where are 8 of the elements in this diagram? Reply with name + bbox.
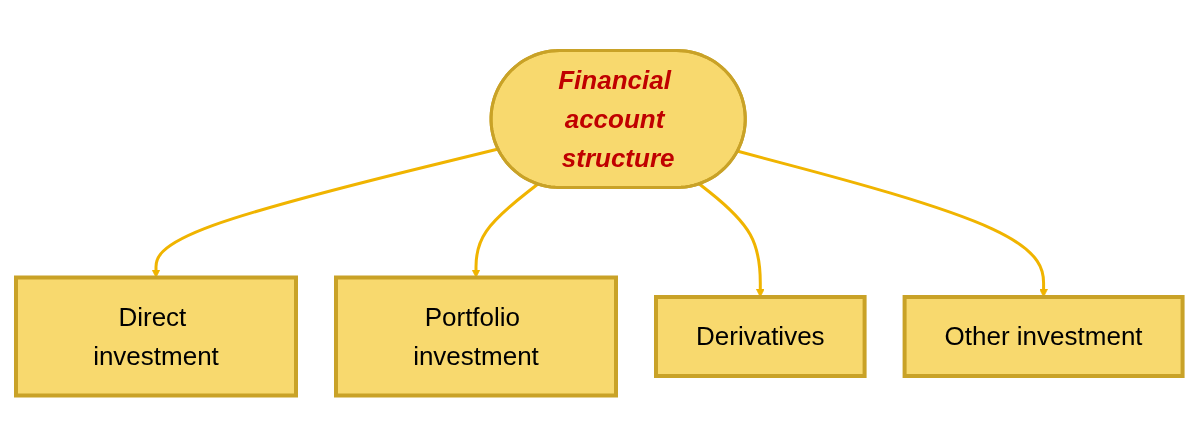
node-box: Portfolio investment: [334, 275, 619, 397]
arrow: [151, 147, 499, 278]
node-box: Direct investment: [14, 275, 299, 397]
arrow: [698, 182, 765, 297]
arrow: [737, 149, 1049, 297]
node-box: Derivatives: [654, 294, 867, 378]
node-box: Other investment: [902, 294, 1185, 378]
arrow: [471, 182, 539, 278]
